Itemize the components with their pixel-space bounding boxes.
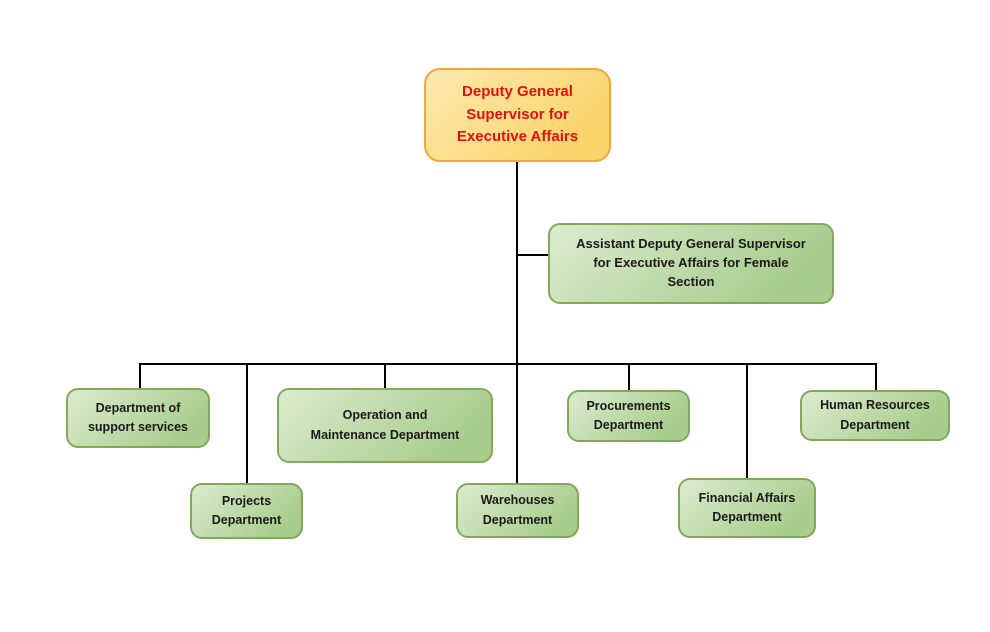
node-label: Deputy General Supervisor for Executive … bbox=[456, 82, 579, 146]
node-deputy-general-supervisor: Deputy General Supervisor for Executive … bbox=[424, 68, 611, 162]
node-label: Warehouses Department bbox=[480, 493, 555, 527]
node-label: Procurements Department bbox=[586, 398, 671, 432]
node-warehouses-department: Warehouses Department bbox=[456, 483, 579, 538]
node-support-services-department: Department of support services bbox=[66, 388, 210, 448]
node-operation-maintenance-department: Operation and Maintenance Department bbox=[277, 388, 493, 463]
node-human-resources-department: Human Resources Department bbox=[800, 390, 950, 441]
node-financial-affairs-department: Financial Affairs Department bbox=[678, 478, 816, 538]
node-label: Department of support services bbox=[87, 400, 189, 434]
node-label: Operation and Maintenance Department bbox=[310, 408, 460, 442]
node-procurements-department: Procurements Department bbox=[567, 390, 690, 442]
node-assistant-deputy-supervisor: Assistant Deputy General Supervisor for … bbox=[548, 223, 834, 304]
node-label: Human Resources Department bbox=[820, 398, 930, 432]
node-label: Projects Department bbox=[211, 493, 282, 527]
node-label: Financial Affairs Department bbox=[698, 490, 796, 524]
node-projects-department: Projects Department bbox=[190, 483, 303, 539]
node-label: Assistant Deputy General Supervisor for … bbox=[576, 236, 806, 289]
